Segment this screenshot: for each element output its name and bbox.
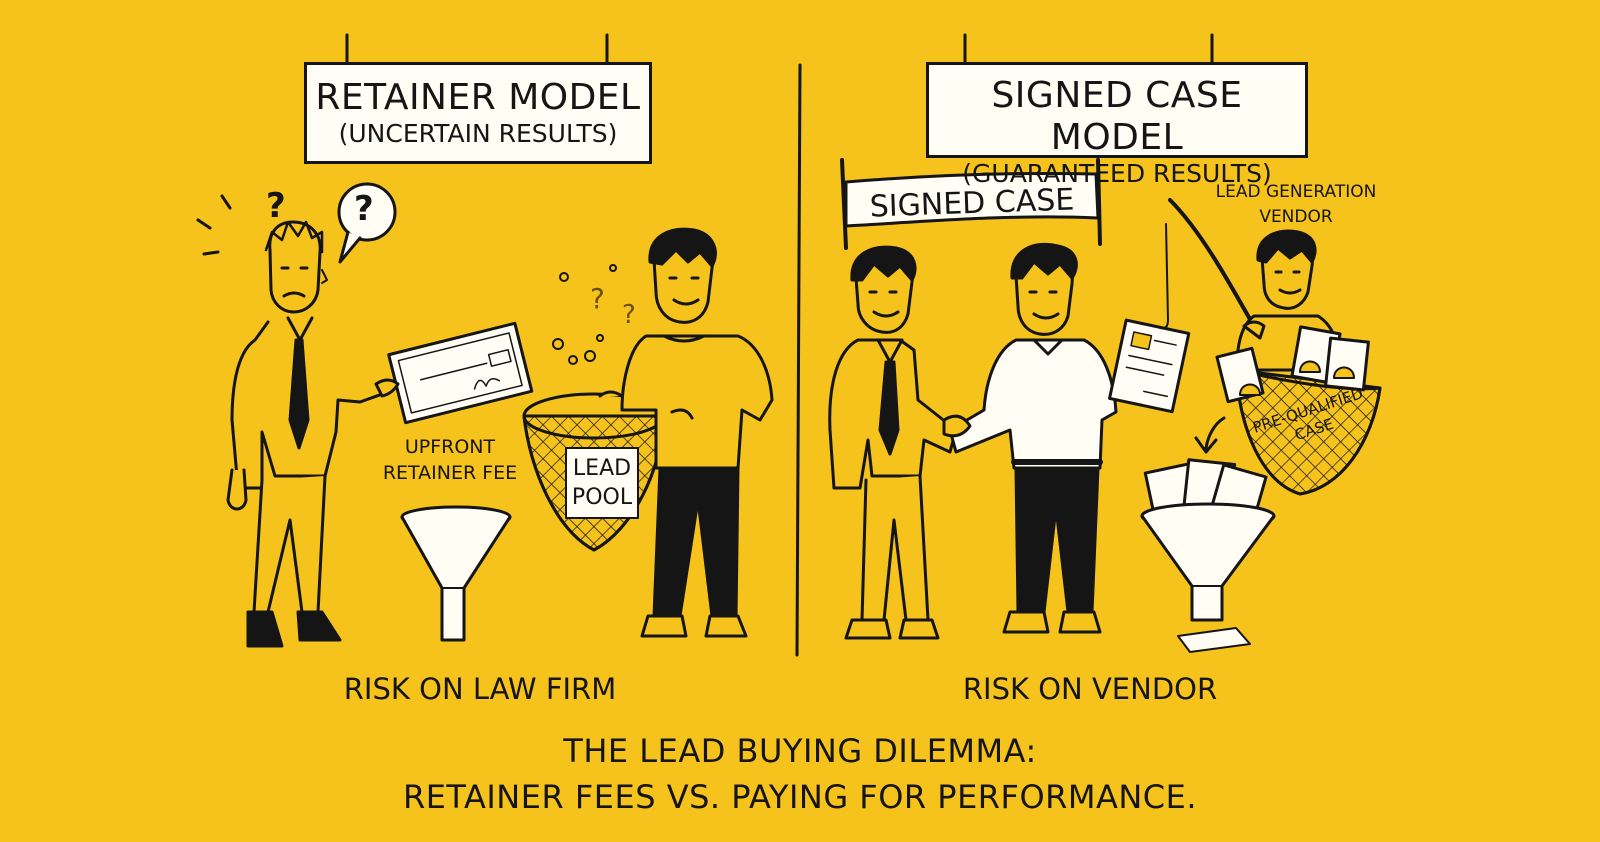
panel-divider (795, 63, 802, 657)
falling-question-mark-2: ? (622, 300, 636, 330)
signed-case-model-title: SIGNED CASE MODEL (991, 75, 1243, 158)
lawyer-figure (828, 245, 958, 640)
arrow-down-icon (1194, 416, 1226, 454)
full-funnel (1140, 458, 1276, 653)
fee-label-line-1: UPFRONT (404, 436, 496, 458)
signed-case-model-sign: SIGNED CASE MODEL (GUARANTEED RESULTS) (926, 62, 1308, 188)
worried-lawyer-figure (196, 194, 390, 648)
risk-on-law-firm-label: RISK ON LAW FIRM (343, 672, 617, 706)
young-man-figure (598, 227, 774, 638)
risk-on-vendor-label: RISK ON VENDOR (962, 672, 1218, 706)
lead-pool-line-1: LEAD (572, 456, 632, 481)
retainer-model-subtitle: (UNCERTAIN RESULTS) (338, 119, 618, 148)
lead-generation-vendor-label: LEAD GENERATION VENDOR (1196, 180, 1396, 230)
client-figure (942, 242, 1118, 634)
retainer-check (387, 321, 534, 425)
lead-pool-label: LEAD POOL (566, 454, 638, 512)
lead-pool-line-2: POOL (571, 485, 633, 510)
sign-hangers (345, 33, 1214, 66)
falling-coins (552, 264, 617, 365)
caption: THE LEAD BUYING DILEMMA: RETAINER FEES V… (380, 728, 1220, 820)
retainer-model-title: RETAINER MODEL (315, 77, 641, 118)
vendor-label-line-2: VENDOR (1259, 207, 1333, 227)
caption-line-1: THE LEAD BUYING DILEMMA: (563, 732, 1037, 770)
check-hand (374, 378, 400, 398)
empty-funnel (400, 505, 512, 642)
signed-case-banner (840, 158, 1102, 250)
fee-label-line-2: RETAINER FEE (382, 462, 518, 484)
thought-question-mark-1: ? (266, 186, 286, 226)
thought-question-mark-2: ? (354, 189, 374, 229)
upfront-retainer-fee-label: UPFRONT RETAINER FEE (370, 434, 530, 486)
fishing-hook (1159, 223, 1169, 330)
case-document (1108, 318, 1191, 414)
falling-question-mark-1: ? (590, 282, 605, 315)
signed-case-model-subtitle: (GUARANTEED RESULTS) (962, 159, 1272, 188)
retainer-model-sign: RETAINER MODEL (UNCERTAIN RESULTS) (304, 62, 652, 164)
caption-line-2: RETAINER FEES VS. PAYING FOR PERFORMANCE… (402, 778, 1198, 816)
thought-bubble (337, 182, 397, 264)
vendor-label-line-1: LEAD GENERATION (1215, 182, 1377, 202)
pre-qualified-net (1215, 325, 1382, 496)
